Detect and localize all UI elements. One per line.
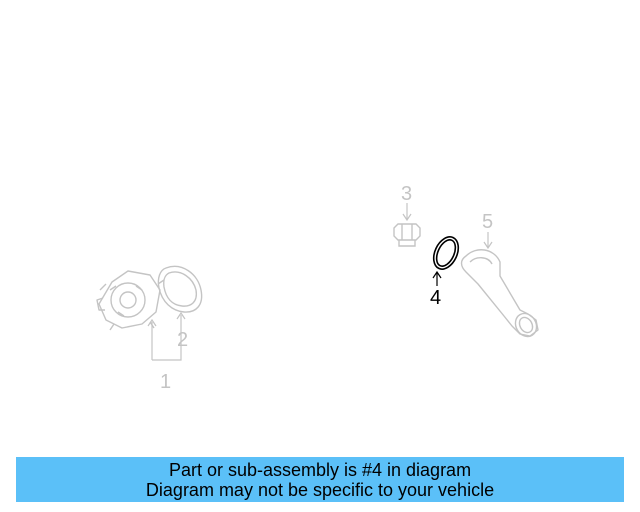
pump-gasket-part [157, 265, 203, 313]
banner-line-disclaimer: Diagram may not be specific to your vehi… [145, 479, 495, 500]
exploded-parts-diagram: 1 2 3 4 5 [96, 183, 539, 393]
o-ring-part [432, 236, 460, 270]
callout-2: 2 [177, 329, 188, 351]
leader-lines [147, 203, 493, 361]
info-banner: Part or sub-assembly is #4 in diagram Di… [16, 457, 624, 502]
callout-4: 4 [430, 287, 441, 309]
banner-line-part-number: Part or sub-assembly is #4 in diagram [168, 459, 472, 480]
callout-5: 5 [482, 211, 493, 233]
callout-3: 3 [401, 183, 412, 205]
coolant-fitting-part [393, 223, 421, 247]
callout-1: 1 [160, 371, 171, 393]
water-pump-part [96, 270, 165, 331]
coolant-pipe-part [460, 249, 539, 338]
